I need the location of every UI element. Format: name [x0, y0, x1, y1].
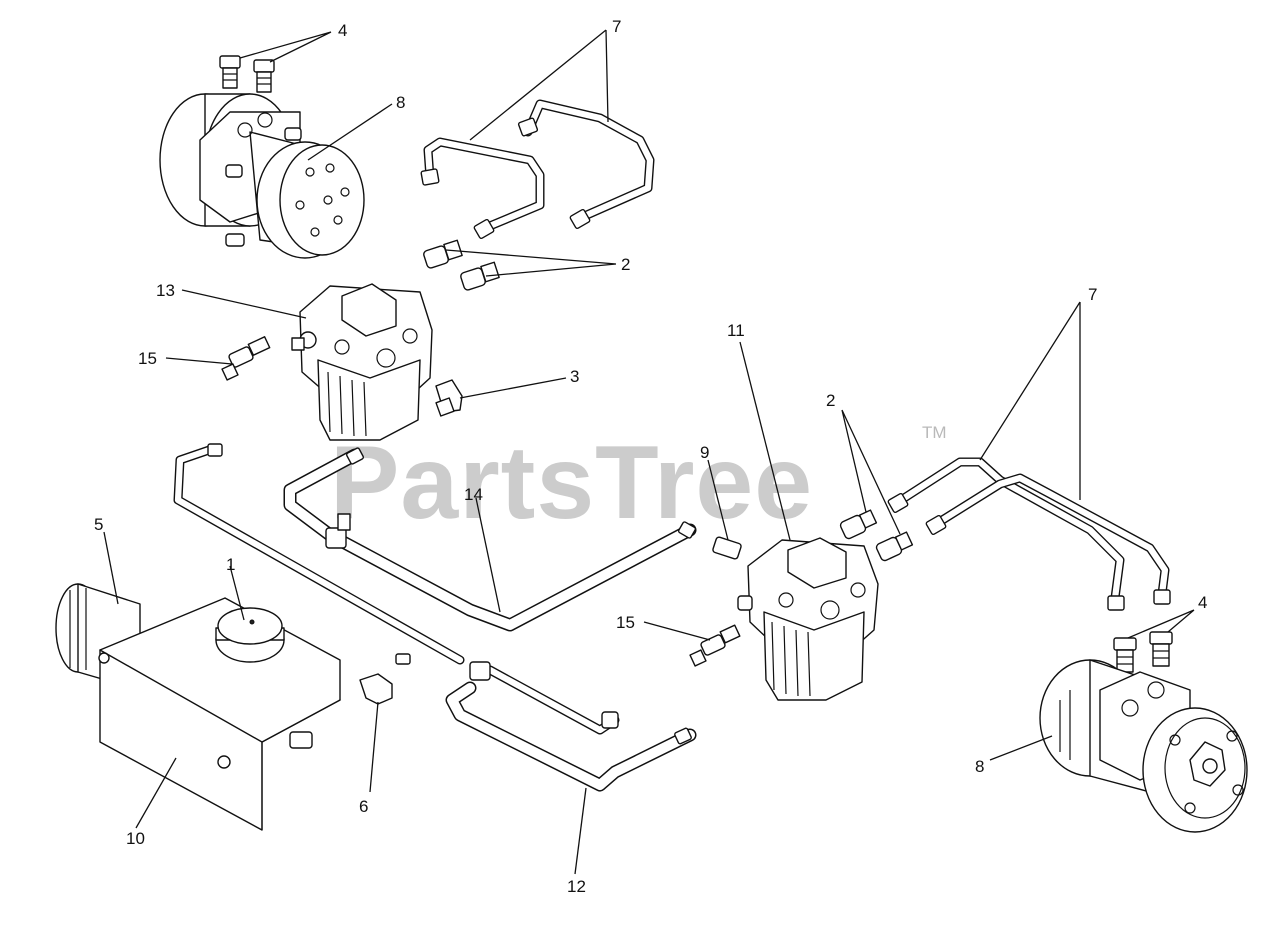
- hydraulic-line-12[interactable]: [173, 443, 697, 792]
- callout-5: 5: [94, 515, 103, 534]
- hydraulic-hose-14[interactable]: [283, 447, 697, 632]
- fitting-4-top[interactable]: [219, 55, 275, 93]
- callout-6: 6: [359, 797, 368, 816]
- callout-15-left: 15: [138, 349, 157, 368]
- clamp-6[interactable]: [359, 653, 411, 705]
- fitting-2-top[interactable]: [423, 239, 500, 291]
- leader-lines: [103, 29, 1195, 875]
- watermark-text: PartsTree: [330, 425, 813, 541]
- hydraulic-tube-7-top[interactable]: [420, 99, 655, 240]
- callout-7-top: 7: [612, 17, 621, 36]
- callout-9: 9: [700, 443, 709, 462]
- watermark-trademark: TM: [922, 423, 947, 442]
- fitting-4-right[interactable]: [1113, 631, 1173, 673]
- hydraulic-tube-7-right[interactable]: [887, 457, 1171, 611]
- watermark: PartsTree TM: [330, 423, 947, 541]
- wheel-motor-left[interactable]: [159, 93, 365, 259]
- callout-2-right: 2: [826, 391, 835, 410]
- callout-10: 10: [126, 829, 145, 848]
- callout-14: 14: [464, 485, 483, 504]
- callout-12: 12: [567, 877, 586, 896]
- callout-3: 3: [570, 367, 579, 386]
- filler-cap-1[interactable]: [215, 607, 285, 663]
- pump-13[interactable]: [291, 283, 433, 441]
- wheel-motor-right[interactable]: [1039, 659, 1248, 833]
- hydraulic-tank-10[interactable]: [98, 597, 341, 831]
- callout-1: 1: [226, 555, 235, 574]
- fitting-9[interactable]: [712, 536, 742, 560]
- elbow-fitting-3[interactable]: [435, 379, 463, 417]
- pump-11[interactable]: [737, 537, 879, 701]
- callout-11: 11: [727, 321, 745, 340]
- callout-4-right: 4: [1198, 593, 1207, 612]
- callout-4-top: 4: [338, 21, 347, 40]
- fitting-15-left[interactable]: [221, 336, 271, 381]
- fitting-15-right[interactable]: [689, 624, 741, 667]
- callout-15-right: 15: [616, 613, 635, 632]
- callout-labels: 4 7 8 2 13 15 3 11 7 2 9 14 5 1 4 15 8 6…: [94, 17, 1207, 896]
- callout-8-right: 8: [975, 757, 984, 776]
- callout-7-right: 7: [1088, 285, 1097, 304]
- callout-2-top: 2: [621, 255, 630, 274]
- fitting-2-right[interactable]: [839, 509, 914, 562]
- callout-13: 13: [156, 281, 175, 300]
- callout-8-top: 8: [396, 93, 405, 112]
